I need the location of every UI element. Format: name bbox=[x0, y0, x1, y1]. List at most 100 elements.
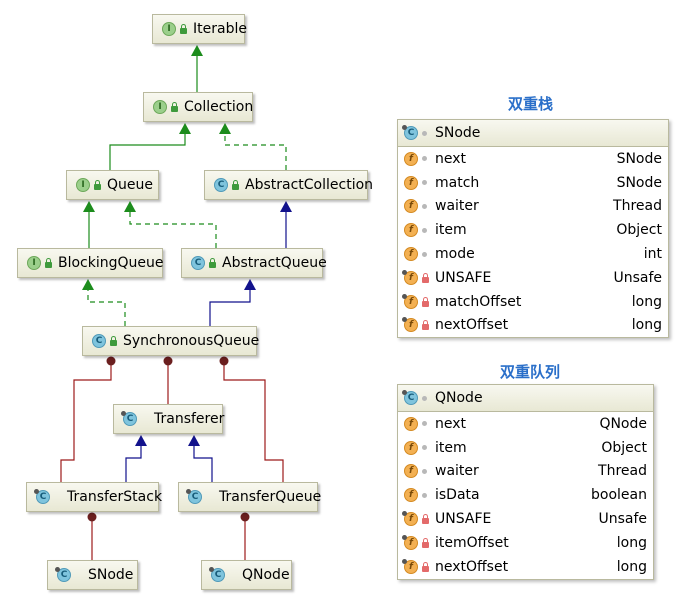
field-row[interactable]: f next SNode bbox=[398, 147, 668, 171]
qnode-panel-title: 双重队列 bbox=[500, 363, 561, 381]
package-visibility-icon bbox=[422, 156, 427, 162]
field-name: waiter bbox=[435, 463, 479, 480]
interface-icon: I bbox=[76, 178, 90, 192]
edge-queue-collection bbox=[109, 123, 191, 170]
static-field-icon: f bbox=[402, 269, 418, 285]
public-icon bbox=[232, 180, 239, 190]
static-class-icon: C bbox=[186, 489, 202, 504]
field-icon: f bbox=[404, 151, 418, 166]
node-label: AbstractCollection bbox=[245, 177, 374, 193]
static-class-icon: C bbox=[402, 125, 418, 140]
edge-abstractcollection-collection bbox=[219, 123, 287, 170]
node-label: TransferQueue bbox=[219, 489, 322, 505]
field-icon: f bbox=[404, 416, 418, 431]
edge-abstractqueue-abstractcollection bbox=[280, 201, 292, 248]
snode-panel-header: C SNode bbox=[398, 120, 668, 147]
field-name: next bbox=[435, 150, 467, 167]
private-icon bbox=[422, 272, 429, 283]
static-field-icon: f bbox=[402, 558, 418, 574]
interface-icon: I bbox=[162, 22, 176, 36]
private-icon bbox=[422, 514, 429, 525]
static-class-icon: C bbox=[34, 489, 50, 504]
static-field-icon: f bbox=[402, 534, 418, 550]
public-icon bbox=[110, 336, 117, 346]
node-transfer-queue[interactable]: C TransferQueue bbox=[178, 482, 322, 512]
field-type: Unsafe bbox=[598, 511, 647, 528]
node-transferer[interactable]: C Transferer bbox=[113, 404, 225, 434]
package-visibility-icon bbox=[422, 203, 427, 209]
edge-synchronousqueue-blockingqueue bbox=[82, 279, 126, 326]
static-class-icon: C bbox=[402, 390, 418, 405]
field-name: mode bbox=[435, 246, 475, 263]
panel-header-label: SNode bbox=[435, 125, 481, 141]
field-icon: f bbox=[404, 488, 418, 503]
field-name: UNSAFE bbox=[435, 511, 492, 528]
field-name: item bbox=[435, 439, 467, 456]
public-icon bbox=[180, 24, 187, 34]
node-abstract-collection[interactable]: C AbstractCollection bbox=[204, 170, 373, 200]
static-class-icon: C bbox=[55, 567, 71, 582]
field-type: Thread bbox=[598, 463, 647, 480]
node-label: BlockingQueue bbox=[58, 255, 164, 271]
node-iterable[interactable]: I Iterable bbox=[152, 14, 247, 44]
field-name: isData bbox=[435, 487, 480, 504]
package-visibility-icon bbox=[422, 251, 427, 257]
private-icon bbox=[422, 537, 429, 548]
field-type: SNode bbox=[616, 150, 662, 167]
snode-panel-title: 双重栈 bbox=[508, 95, 554, 113]
package-visibility-icon bbox=[422, 227, 427, 233]
edge-transferstack-transferer bbox=[125, 435, 147, 482]
field-name: UNSAFE bbox=[435, 269, 492, 286]
package-visibility-icon bbox=[422, 421, 427, 427]
field-name: next bbox=[435, 415, 467, 432]
private-icon bbox=[422, 561, 429, 572]
public-icon bbox=[209, 258, 216, 268]
field-name: matchOffset bbox=[435, 293, 522, 310]
edge-synchronousqueue-transferstack bbox=[60, 356, 116, 482]
public-icon bbox=[45, 258, 52, 268]
field-name: itemOffset bbox=[435, 534, 509, 551]
field-type: Thread bbox=[613, 198, 662, 215]
package-visibility-icon bbox=[422, 492, 427, 498]
public-icon bbox=[171, 102, 178, 112]
node-label: Transferer bbox=[154, 411, 225, 427]
field-icon: f bbox=[404, 440, 418, 455]
package-visibility-icon bbox=[422, 468, 427, 474]
node-label: AbstractQueue bbox=[222, 255, 327, 271]
field-name: item bbox=[435, 222, 467, 239]
class-icon: C bbox=[214, 178, 228, 192]
abstract-class-icon: C bbox=[121, 411, 137, 426]
panel-header-label: QNode bbox=[435, 390, 483, 406]
static-field-icon: f bbox=[402, 293, 418, 309]
package-visibility-icon bbox=[422, 180, 427, 186]
field-icon: f bbox=[404, 199, 418, 214]
node-label: Iterable bbox=[193, 21, 247, 37]
edge-synchronousqueue-transferqueue bbox=[219, 356, 284, 482]
